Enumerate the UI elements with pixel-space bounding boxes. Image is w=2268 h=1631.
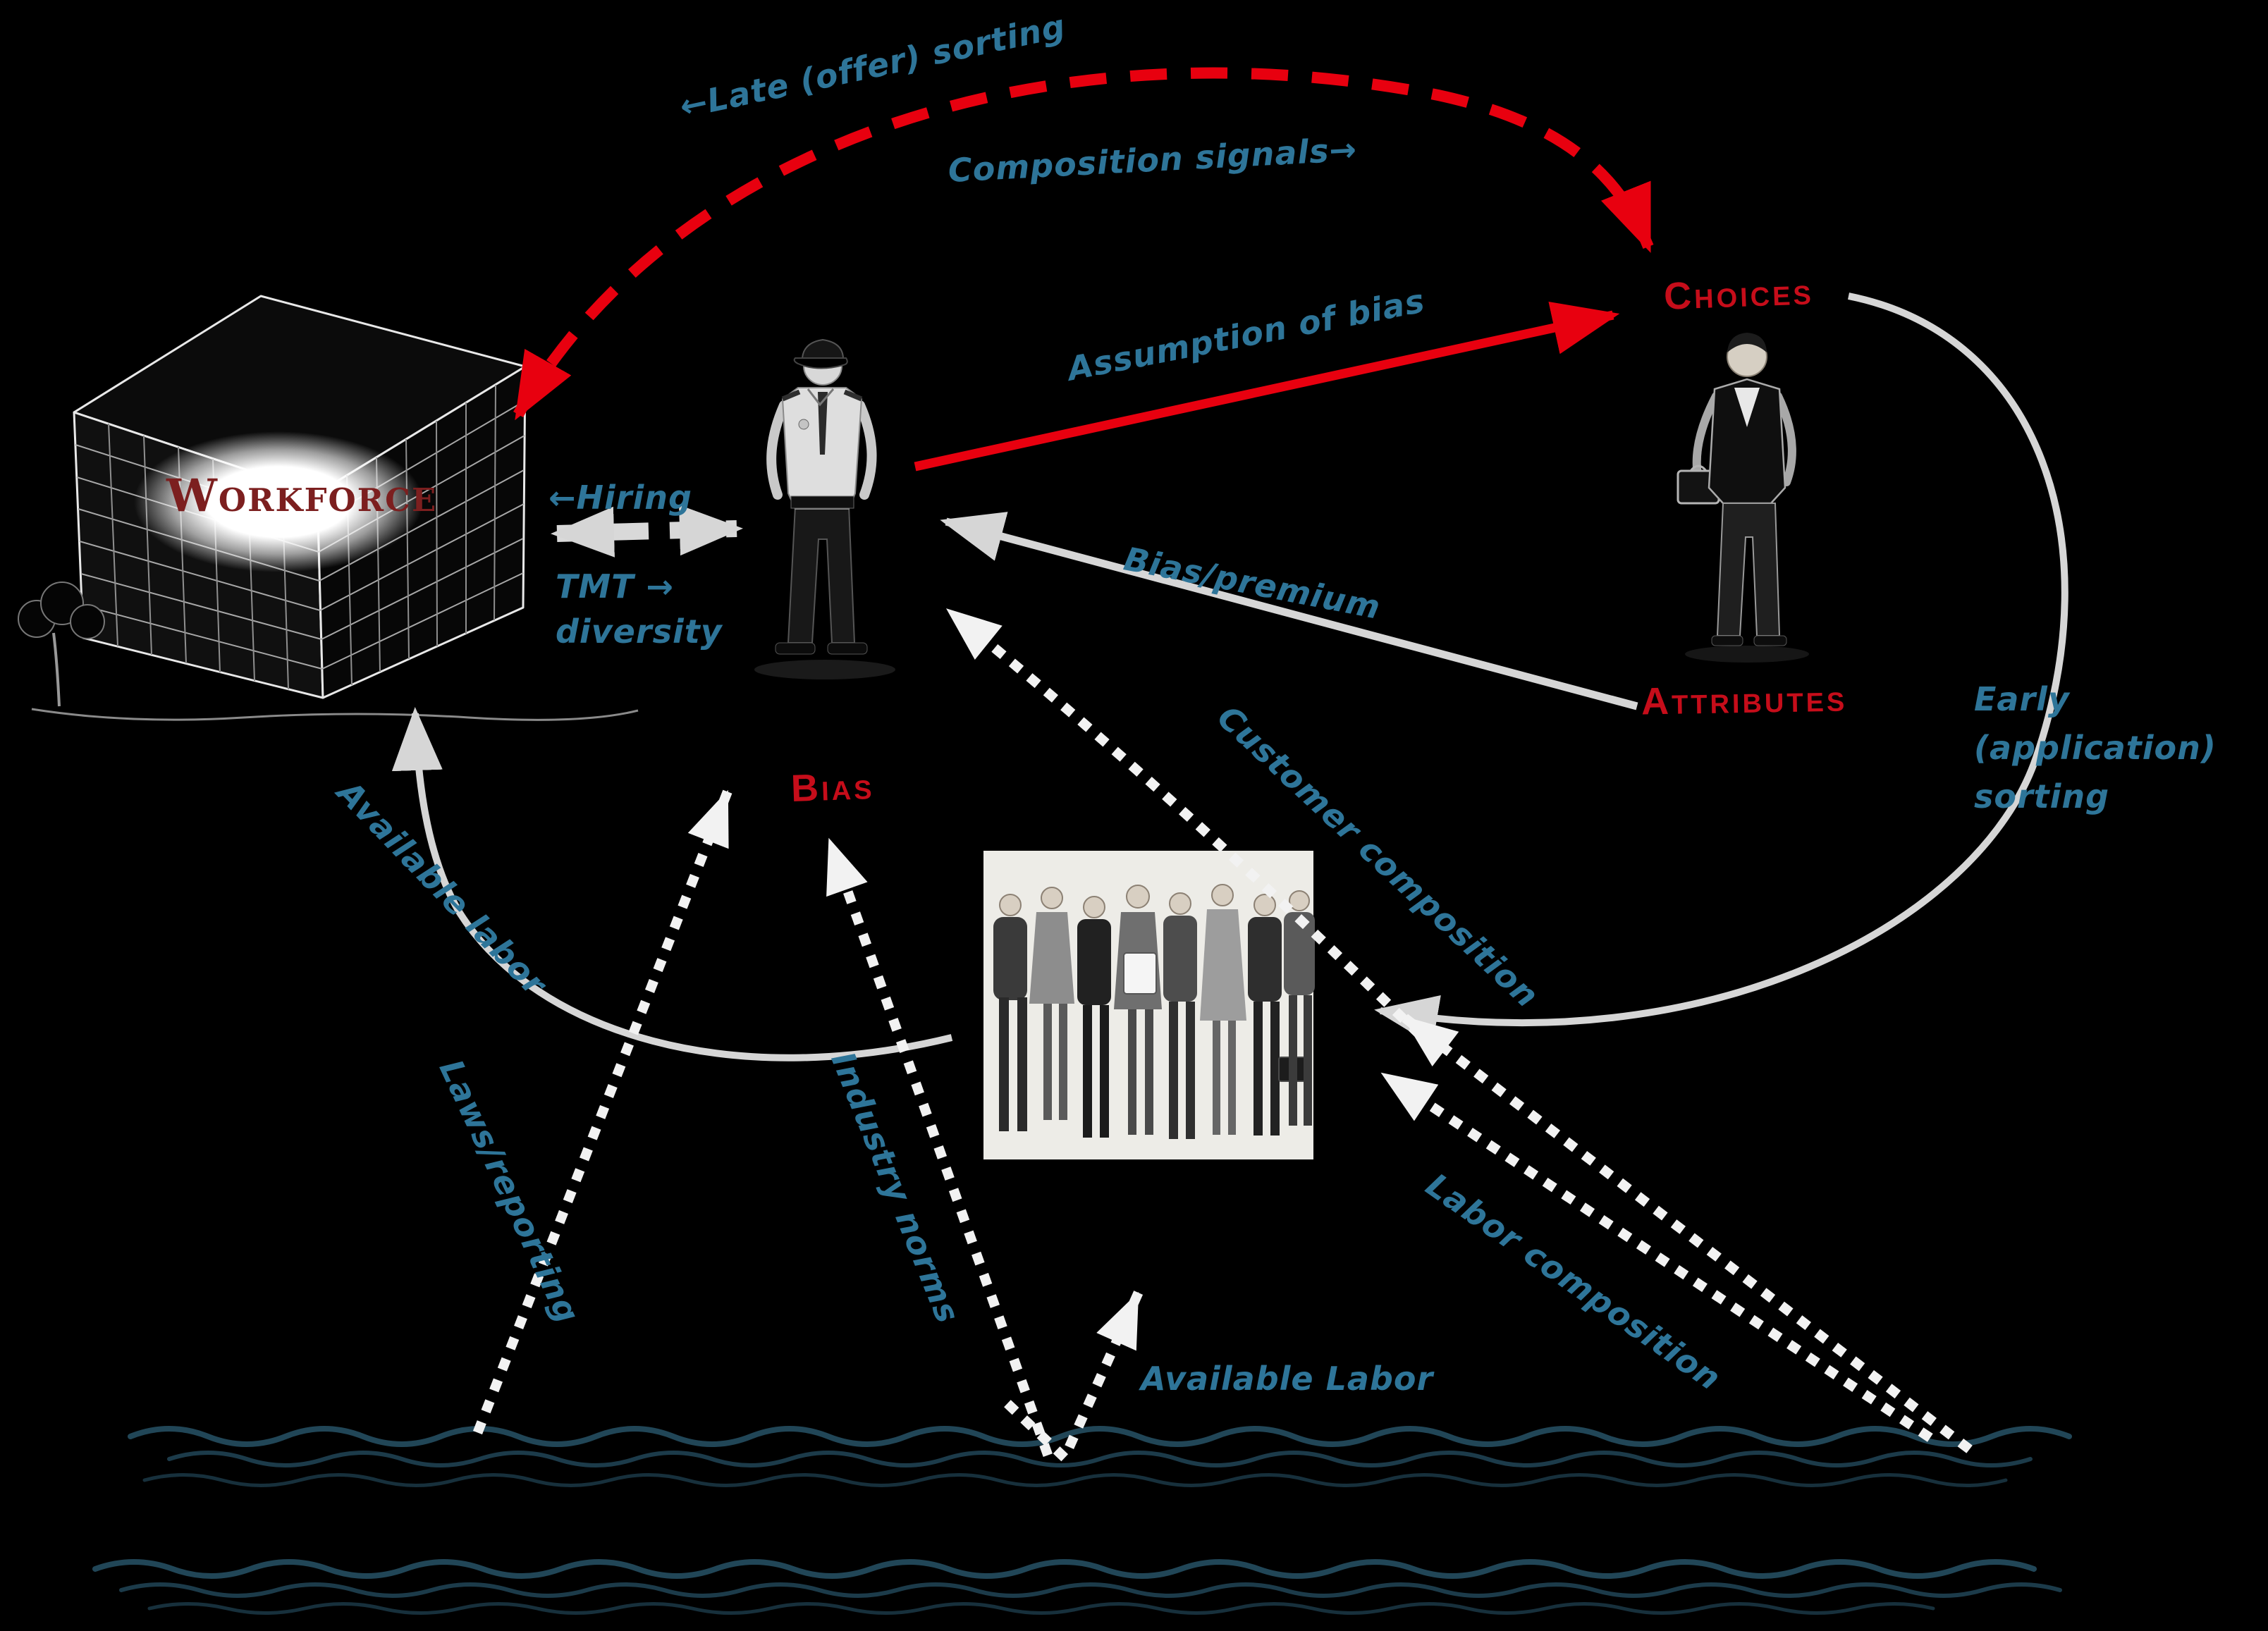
edge-label-tmt-diversity: TMT → diversity <box>556 567 723 651</box>
guard-shoe <box>775 642 816 655</box>
briefcase-handle <box>1689 464 1708 472</box>
labor-pool-waves <box>92 1426 2072 1615</box>
man-hair <box>1727 333 1767 352</box>
arrow-customer-composition <box>943 605 1440 1054</box>
tree-trunk <box>52 632 61 707</box>
arrows <box>391 67 2068 1466</box>
arrow-hiring-tmt <box>551 505 743 558</box>
edge-label-hiring: ←Hiring <box>548 479 692 517</box>
man-shirt <box>1734 388 1760 427</box>
arrow-assumption-of-bias <box>914 302 1620 472</box>
crowd-illustration <box>983 851 1315 1159</box>
wave-line <box>147 1602 1935 1615</box>
arrow-available-labor-bottom <box>1004 1290 1144 1466</box>
guard-cap-visor <box>793 357 848 369</box>
arrow-early-application-sorting <box>1374 293 2068 1045</box>
man-legs <box>1716 503 1781 636</box>
arrow-late-offer-sorting <box>513 67 1654 421</box>
crowd-person <box>1163 892 1197 1139</box>
arrow-industry-norms <box>824 837 1053 1457</box>
guard-shadow <box>754 660 895 679</box>
wave-line <box>167 1451 2033 1467</box>
guard-shoe <box>827 642 868 655</box>
guard-arm <box>855 400 877 500</box>
workforce-glow <box>134 431 423 572</box>
clipboard <box>1123 952 1157 995</box>
man-shadow <box>1685 646 1809 663</box>
crowd-person <box>1284 890 1315 1126</box>
guard-arm <box>766 400 789 500</box>
node-label-bias: Bias <box>790 764 876 811</box>
building-ground-line <box>31 708 639 721</box>
jobseeker-illustration <box>1677 333 1809 663</box>
crowd-person <box>1248 894 1309 1135</box>
arrow-labor-composition-2 <box>1399 1012 1973 1453</box>
wave-line <box>142 1473 2008 1487</box>
node-label-choices: Choices <box>1663 270 1815 318</box>
arrow-available-labor-left <box>391 707 953 1061</box>
guard-cap <box>801 338 845 359</box>
arrow-laws-reporting <box>472 788 733 1435</box>
edge-label-available-labor-bottom: Available Labor <box>1141 1360 1434 1398</box>
man-shoe <box>1753 635 1787 646</box>
node-label-workforce: Workforce <box>166 469 438 522</box>
guard-belt <box>790 496 854 509</box>
wave-line <box>119 1582 2062 1598</box>
wave-line <box>92 1559 2037 1579</box>
crowd-person <box>1029 887 1074 1120</box>
man-shoe <box>1711 635 1743 646</box>
wave-line <box>128 1426 2072 1447</box>
guard-legs <box>787 505 856 644</box>
gatekeeper-illustration <box>754 338 895 679</box>
arrow-labor-composition-1 <box>1378 1069 1933 1442</box>
tree-canopy <box>70 604 105 639</box>
crowd-person <box>1077 896 1111 1138</box>
crowd-person <box>1200 884 1246 1135</box>
node-label-attributes: Attributes <box>1641 677 1848 723</box>
man-jacket <box>1708 378 1786 505</box>
guard-badge <box>798 419 809 430</box>
edge-label-early-application-sorting: Early (application) sorting <box>1974 680 2217 816</box>
arrow-bias-premium <box>940 512 1638 710</box>
building-window-mullions-right <box>346 384 496 686</box>
crowd-person <box>993 894 1027 1131</box>
man-arm <box>1774 392 1796 486</box>
crowd-person <box>1114 885 1162 1135</box>
